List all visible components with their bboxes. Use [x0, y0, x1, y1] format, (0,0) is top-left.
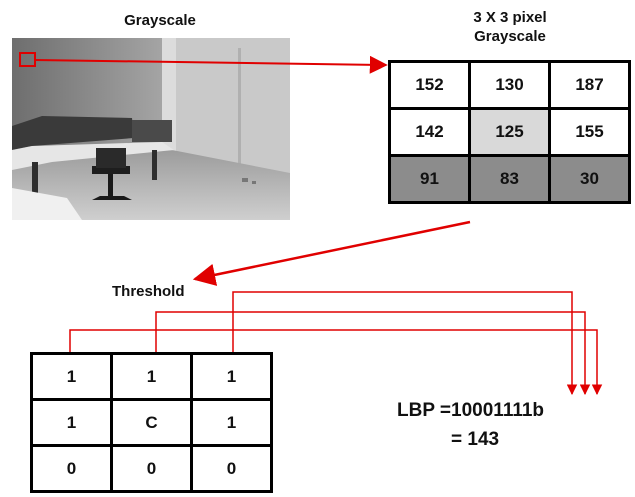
threshold-row: 1 1 1 [30, 352, 273, 401]
pixel-row: 142 125 155 [388, 107, 631, 157]
lbp-binary-result: LBP =10001111b [397, 400, 545, 421]
connector-line [232, 291, 578, 396]
pixel-cell: 30 [548, 154, 631, 204]
pixel-cell: 83 [468, 154, 551, 204]
pixel-title-line2: Grayscale [474, 28, 546, 45]
pixel-row: 152 130 187 [388, 60, 631, 110]
threshold-cell: 1 [190, 352, 273, 401]
threshold-cell: 0 [190, 444, 273, 493]
pixel-selection-box [19, 52, 36, 67]
threshold-grid: 1 1 1 1 C 1 0 0 0 [30, 352, 273, 493]
pixel-center-cell: 125 [468, 107, 551, 157]
threshold-cell: 1 [30, 398, 113, 447]
threshold-title: Threshold [112, 283, 185, 300]
pixel-cell: 142 [388, 107, 471, 157]
threshold-cell: 1 [190, 398, 273, 447]
connector-line [69, 329, 603, 396]
grayscale-office-photo [12, 38, 290, 220]
threshold-cell: 1 [110, 352, 193, 401]
pixel-title-line1: 3 X 3 pixel [473, 9, 547, 26]
connector-line [155, 311, 591, 396]
lbp-decimal-result: = 143 [451, 429, 500, 450]
pixel-cell: 187 [548, 60, 631, 110]
pixel-row: 91 83 30 [388, 154, 631, 204]
arrow-photo-to-grid [34, 55, 388, 74]
pixel-cell: 152 [388, 60, 471, 110]
grayscale-image-title: Grayscale [124, 12, 196, 29]
threshold-row: 1 C 1 [30, 398, 273, 447]
threshold-row: 0 0 0 [30, 444, 273, 493]
threshold-cell: 0 [110, 444, 193, 493]
pixel-cell: 91 [388, 154, 471, 204]
pixel-cell: 155 [548, 107, 631, 157]
threshold-cell: 0 [30, 444, 113, 493]
pixel-grid-title: 3 X 3 pixel Grayscale [395, 8, 625, 46]
pixel-cell: 130 [468, 60, 551, 110]
arrow-grid-to-threshold [192, 220, 471, 286]
threshold-center-cell: C [110, 398, 193, 447]
threshold-cell: 1 [30, 352, 113, 401]
pixel-value-grid: 152 130 187 142 125 155 91 83 30 [388, 60, 631, 204]
